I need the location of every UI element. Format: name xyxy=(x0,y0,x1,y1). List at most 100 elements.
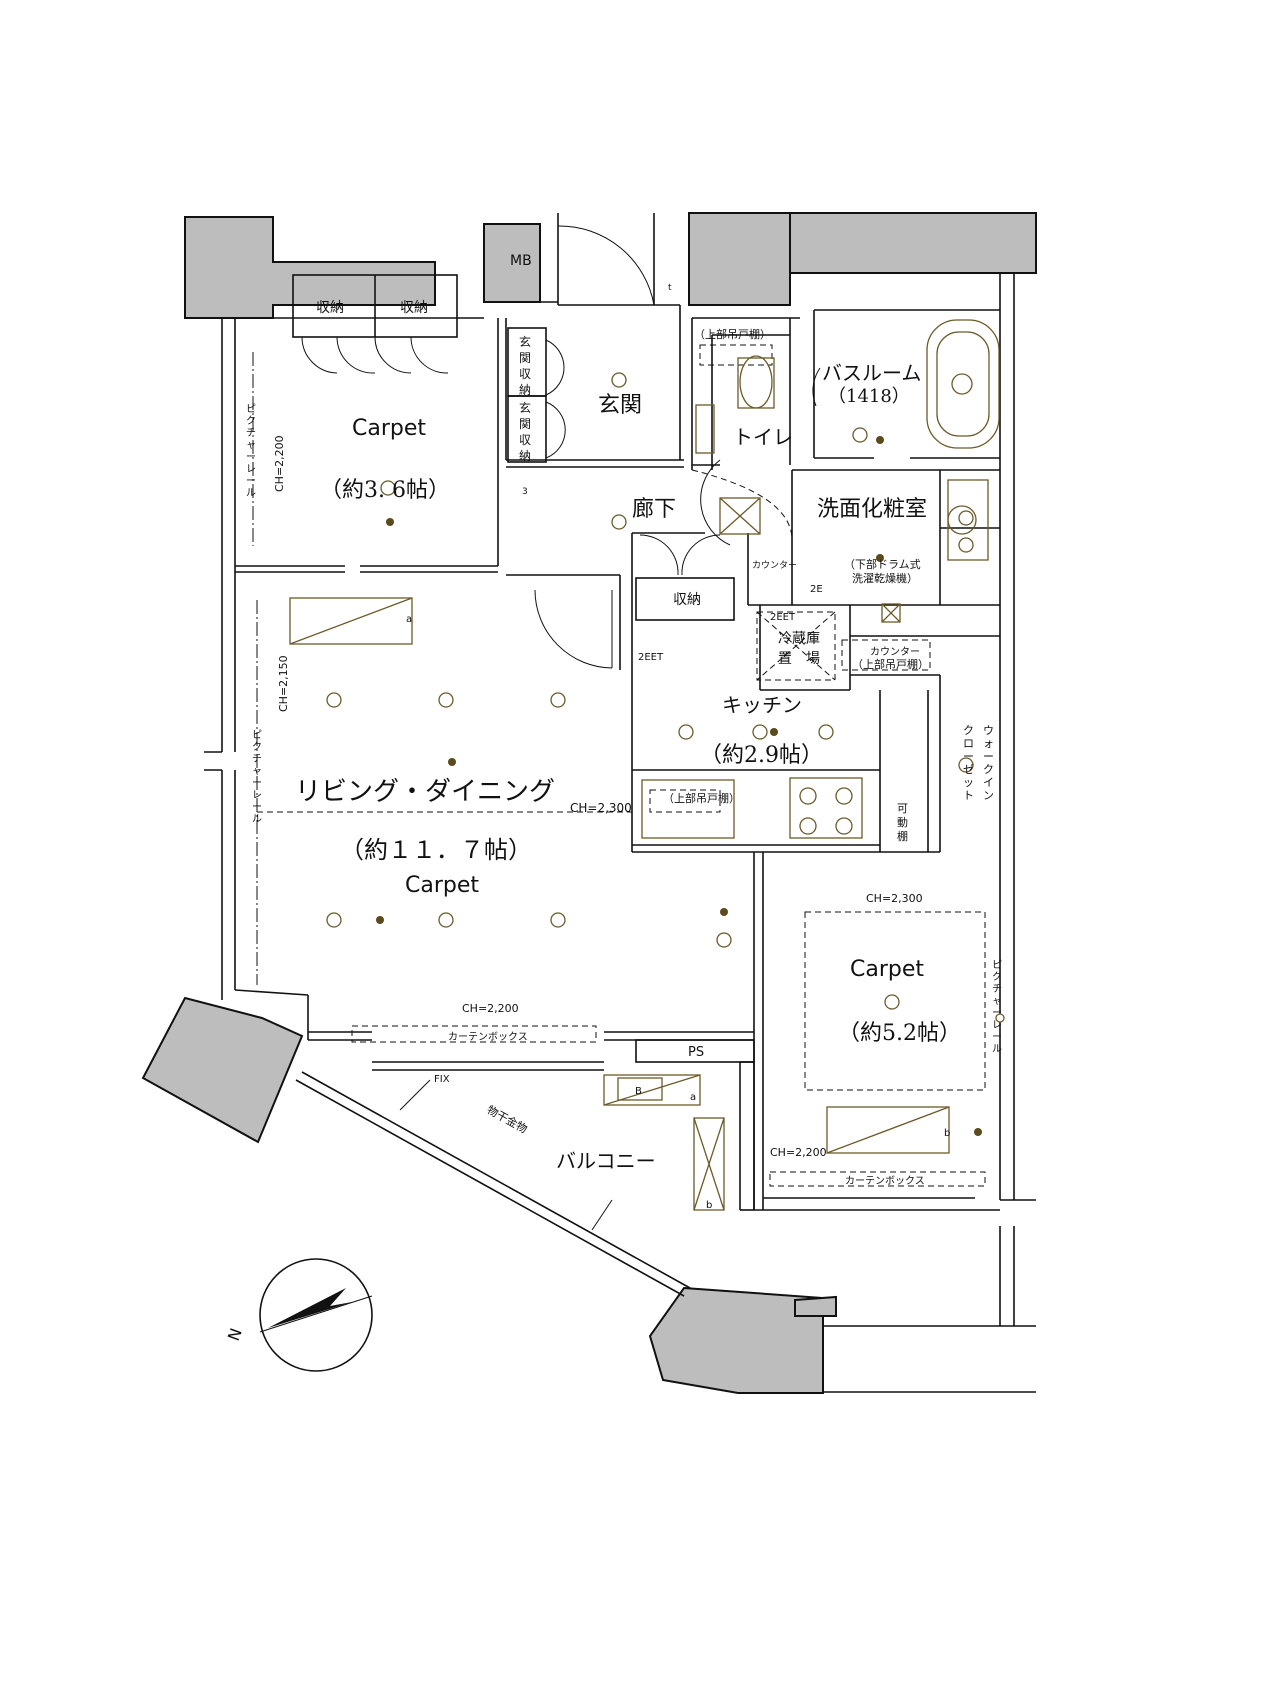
svg-text:収: 収 xyxy=(519,367,531,381)
wall-lines xyxy=(204,213,1036,1393)
svg-text:ー: ー xyxy=(983,750,994,763)
svg-text:ー: ー xyxy=(992,1008,1002,1019)
kitchen-label: キッチン xyxy=(722,693,802,717)
kitchen-upper-cabinet: （上部吊戸棚） xyxy=(663,791,740,805)
counter-label: カウンター xyxy=(752,560,797,571)
svg-text:ル: ル xyxy=(246,488,256,499)
room-labels: MB 収納 収納 Carpet （約3. 6帖） CH=2,200 玄 関 収 … xyxy=(224,253,1002,1343)
svg-text:ウ: ウ xyxy=(983,724,994,737)
ldk-floor: Carpet xyxy=(405,873,479,898)
svg-text:動: 動 xyxy=(897,815,908,829)
outlet-2eet-label: 2EET xyxy=(770,612,796,623)
wic-label: ウ ォ ー ク イ ン ク ロ ー ゼ ッ ト xyxy=(963,724,994,802)
svg-text:ク: ク xyxy=(252,741,262,753)
washroom-label: 洗面化粧室 xyxy=(817,497,927,522)
svg-text:ャ: ャ xyxy=(246,440,256,451)
svg-text:ォ: ォ xyxy=(983,737,994,750)
dryer-label-1: （下部ドラム式 xyxy=(844,557,921,571)
svg-text:ク: ク xyxy=(963,724,974,737)
east-bedroom-ch-bottom: CH=2,200 xyxy=(770,1146,827,1159)
outdoor-unit-a-label: a xyxy=(690,1092,696,1103)
genkan-storage-label-1: 玄 関 収 納 xyxy=(519,334,531,397)
east-bedroom-size: （約5.2帖） xyxy=(838,1021,961,1046)
west-bedroom-size: （約3. 6帖） xyxy=(320,478,450,503)
curtain-box-ldk: カーテンボックス xyxy=(448,1031,528,1043)
svg-text:ー: ー xyxy=(246,452,256,463)
svg-text:ャ: ャ xyxy=(992,996,1002,1007)
ldk-ch-south: CH=2,200 xyxy=(462,1002,519,1015)
picture-rail-label-west: ピ ク チ ャ ー レ ー ル xyxy=(246,403,256,499)
svg-text:ト: ト xyxy=(963,789,974,802)
svg-text:ゼ: ゼ xyxy=(963,763,974,776)
svg-text:チ: チ xyxy=(252,753,262,765)
fridge-label-1: 冷蔵庫 xyxy=(778,630,820,647)
svg-text:玄: 玄 xyxy=(519,400,531,415)
east-bedroom-ch-top: CH=2,300 xyxy=(866,892,923,905)
dryer-label-2: 洗濯乾燥機） xyxy=(852,571,918,585)
ac-unit-a-label: a xyxy=(406,614,412,625)
mb-label: MB xyxy=(510,253,532,269)
svg-text:納: 納 xyxy=(519,383,531,397)
svg-text:ク: ク xyxy=(992,971,1002,983)
svg-text:チ: チ xyxy=(992,983,1002,995)
corridor-storage-label: 収納 xyxy=(673,592,701,608)
doors xyxy=(301,225,821,669)
svg-text:ー: ー xyxy=(992,1032,1002,1043)
svg-text:ロ: ロ xyxy=(963,737,974,750)
svg-text:ー: ー xyxy=(963,750,974,763)
svg-text:可: 可 xyxy=(897,802,908,815)
picture-rail-label-east: ピ ク チ ャ ー レ ー ル xyxy=(992,959,1002,1055)
svg-text:収: 収 xyxy=(519,433,531,447)
svg-text:ッ: ッ xyxy=(963,776,974,789)
svg-text:納: 納 xyxy=(519,449,531,463)
toilet-upper-cabinet: （上部吊戸棚） xyxy=(694,327,771,341)
storage-label-2: 収納 xyxy=(400,300,428,316)
west-bedroom-ch: CH=2,200 xyxy=(273,435,286,492)
structural-walls xyxy=(141,212,1037,1394)
svg-text:関: 関 xyxy=(519,351,531,365)
ldk-size: （約１１．７帖） xyxy=(340,836,532,864)
fix-label: FIX xyxy=(434,1074,450,1085)
balcony-label: バルコニー xyxy=(556,1149,656,1173)
fixtures xyxy=(289,319,1000,1211)
toilet-label: トイレ xyxy=(733,425,793,449)
dashed-elements xyxy=(252,344,1001,1187)
corridor-label: 廊下 xyxy=(632,497,676,522)
curtain-box-east: カーテンボックス xyxy=(845,1175,925,1187)
svg-text:ク: ク xyxy=(246,415,256,427)
picture-rail-label-ldk: ピ ク チ ャ ー レ ー ル xyxy=(252,729,262,825)
ac-unit-b-label: b xyxy=(944,1128,950,1139)
svg-text:チ: チ xyxy=(246,427,256,439)
outlet-2e-label: 2E xyxy=(810,584,823,595)
outlet-t-label: t xyxy=(668,283,672,293)
svg-text:ャ: ャ xyxy=(252,766,262,777)
svg-text:ピ: ピ xyxy=(246,403,256,415)
svg-text:ピ: ピ xyxy=(992,959,1002,971)
light-fixtures xyxy=(326,372,1005,1136)
svg-text:ン: ン xyxy=(983,789,994,802)
svg-text:関: 関 xyxy=(519,417,531,431)
compass xyxy=(259,1258,373,1372)
svg-text:レ: レ xyxy=(246,464,256,475)
bathroom-label: バスルーム xyxy=(822,361,921,385)
svg-text:玄: 玄 xyxy=(519,334,531,349)
svg-text:ク: ク xyxy=(983,763,994,776)
ps-label: PS xyxy=(688,1045,704,1060)
counter-upper-cabinet: （上部吊戸棚） xyxy=(852,657,929,671)
ldk-ch-mid: CH=2,300 xyxy=(570,801,632,815)
bathroom-size: （1418） xyxy=(828,386,910,407)
svg-text:ル: ル xyxy=(992,1044,1002,1055)
svg-text:イ: イ xyxy=(983,776,994,789)
svg-text:ル: ル xyxy=(252,814,262,825)
drying-hardware-label: 物干金物 xyxy=(485,1102,530,1136)
shelf-label: 可 動 棚 xyxy=(897,802,908,843)
outlet-3-label: 3 xyxy=(522,487,528,497)
svg-text:棚: 棚 xyxy=(897,829,908,843)
east-bedroom-floor: Carpet xyxy=(850,957,924,982)
fridge-label-2: 置 場 xyxy=(778,651,820,667)
kitchen-size: （約2.9帖） xyxy=(700,743,823,768)
storage-label-1: 収納 xyxy=(316,300,344,316)
svg-text:レ: レ xyxy=(992,1020,1002,1031)
svg-text:ー: ー xyxy=(246,476,256,487)
svg-text:レ: レ xyxy=(252,790,262,801)
